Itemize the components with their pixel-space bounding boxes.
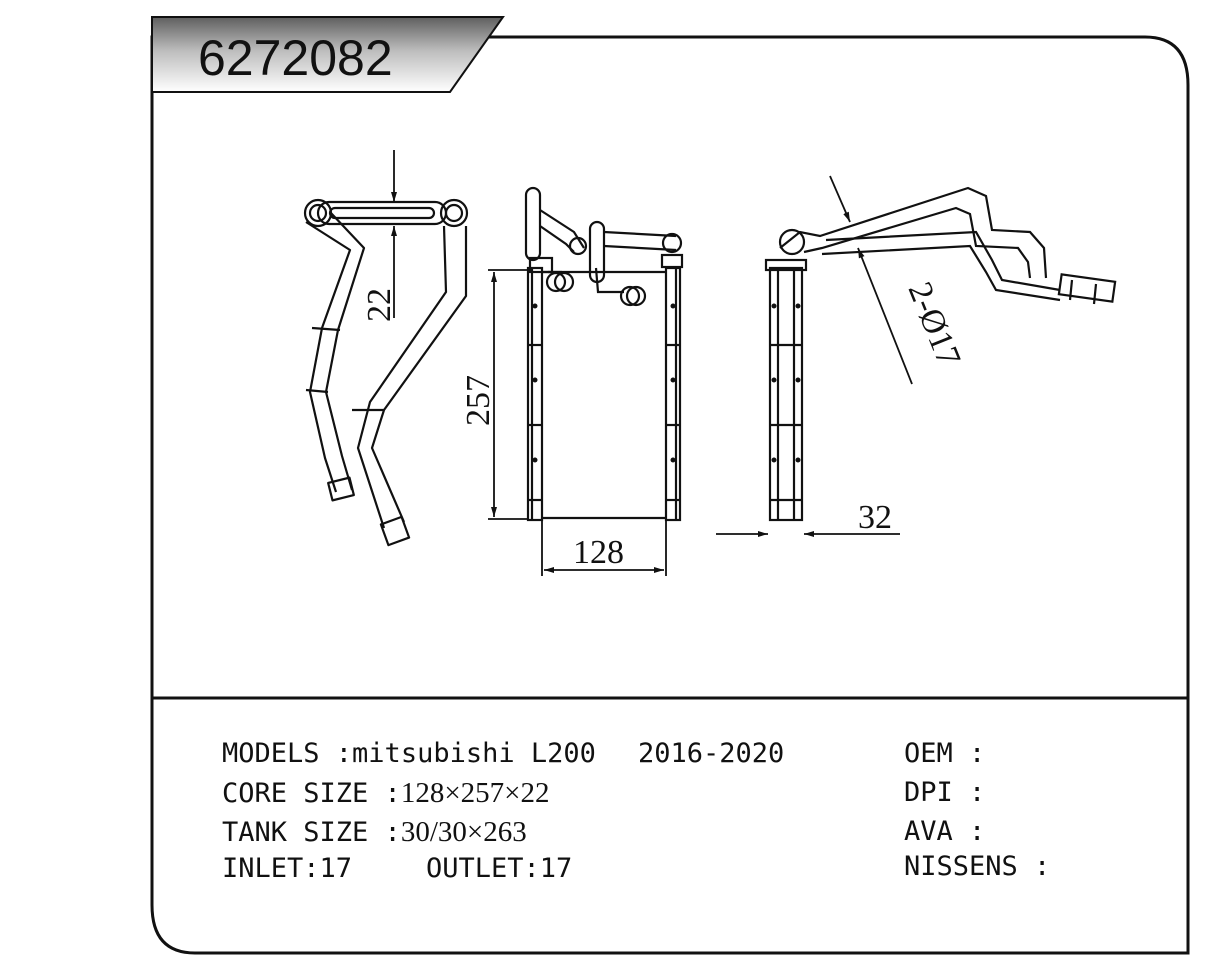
spec-outlet: OUTLET:17 <box>426 853 573 884</box>
ref-oem-label: OEM <box>904 738 953 769</box>
dim-22-label: 22 <box>361 288 398 322</box>
part-code: 6272082 <box>198 30 393 86</box>
dim-257 <box>488 269 528 520</box>
spec-tank-label: TANK SIZE : <box>222 817 401 848</box>
ref-dpi-label: DPI <box>904 777 953 808</box>
spec-tank-value: 30/30×263 <box>400 816 527 848</box>
ref-ava-label: AVA <box>904 816 953 847</box>
spec-core-size: CORE SIZE :128×257×22 <box>222 779 550 808</box>
spec-years: 2016-2020 <box>638 738 785 769</box>
ref-oem: OEM : <box>904 740 985 767</box>
spec-models-label: MODELS : <box>222 738 353 769</box>
spec-models-value: mitsubishi L200 <box>352 738 596 769</box>
ref-ava: AVA : <box>904 818 985 845</box>
dim-pipe-dia <box>829 175 913 385</box>
ref-nissens: NISSENS : <box>904 853 1050 880</box>
dim-32-label: 32 <box>858 499 892 536</box>
dim-pipe-dia-label: 2-Ø17 <box>901 277 968 371</box>
ref-dpi-sep: : <box>952 777 986 808</box>
core-side-dots <box>771 303 801 463</box>
dim-128 <box>541 520 667 576</box>
core-side-view <box>764 186 1117 522</box>
ref-nissens-sep: : <box>1017 851 1051 882</box>
core-front-view <box>524 186 684 522</box>
core-front-dots <box>532 303 676 463</box>
pipe-side-view <box>303 198 469 547</box>
dim-257-label: 257 <box>460 375 497 426</box>
ref-nissens-label: NISSENS <box>904 851 1018 882</box>
frame <box>150 35 1190 955</box>
ref-oem-sep: : <box>952 738 986 769</box>
spec-tank-size: TANK SIZE :30/30×263 <box>222 818 527 847</box>
ref-dpi: DPI : <box>904 779 985 806</box>
dim-128-label: 128 <box>573 534 624 571</box>
part-code-banner: 6272082 <box>151 16 505 93</box>
spec-core-label: CORE SIZE : <box>222 778 401 809</box>
spec-models: MODELS :mitsubishi L200 <box>222 740 596 767</box>
spec-core-value: 128×257×22 <box>400 777 550 809</box>
ref-ava-sep: : <box>952 816 986 847</box>
spec-inlet: INLET:17 <box>222 853 353 884</box>
